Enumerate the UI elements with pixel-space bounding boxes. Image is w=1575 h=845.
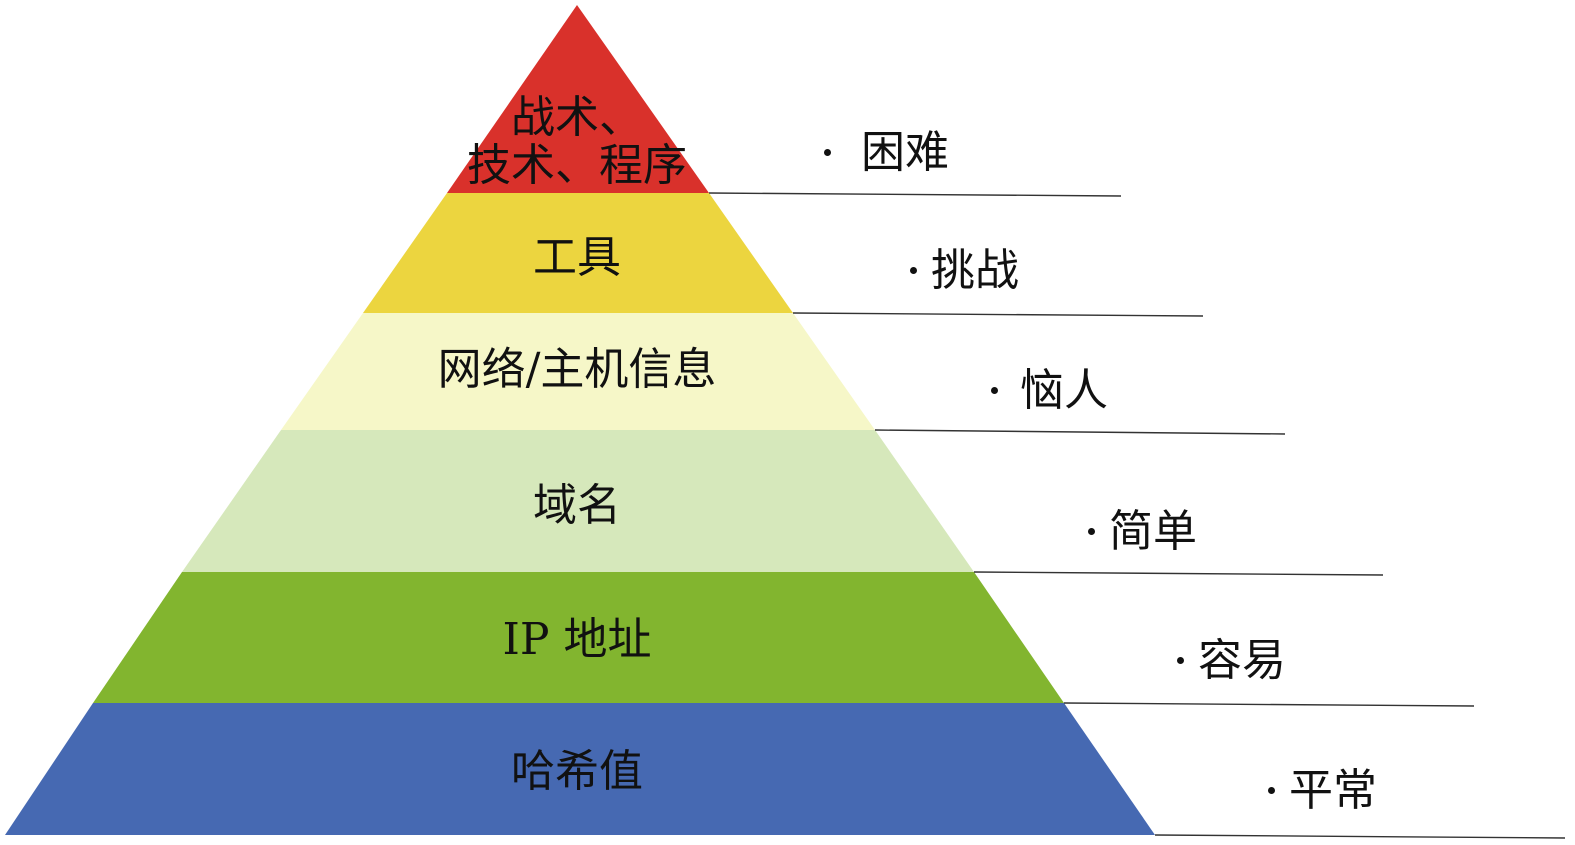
difficulty-text: 平常 [1289, 765, 1377, 816]
pyramid-layer-tools [363, 193, 793, 313]
difficulty-text: 挑战 [931, 245, 1019, 296]
bullet-icon [1177, 657, 1184, 664]
divider-line-3 [874, 429, 1286, 435]
divider-line-4 [973, 571, 1384, 576]
difficulty-text: 容易 [1198, 635, 1286, 686]
divider-line-6 [1154, 834, 1566, 839]
pyramid-layer-ttp [447, 5, 709, 193]
difficulty-text: 困难 [861, 127, 949, 178]
layer-label-tools: 工具 [533, 232, 621, 283]
pyramid-layer-network-host [281, 313, 875, 430]
difficulty-text: 恼人 [1020, 365, 1108, 416]
difficulty-item-simple: 简单 [1088, 508, 1197, 556]
layer-label-ttp-line-2: 技术、程序 [467, 140, 687, 191]
bullet-icon [1088, 528, 1095, 535]
difficulty-item-hard: 困难 [824, 129, 949, 177]
difficulty-text: 简单 [1109, 506, 1197, 557]
bullet-icon [910, 267, 917, 274]
pyramid-layer-hash [5, 703, 1155, 835]
layer-label-ip: IP 地址 [502, 614, 652, 665]
difficulty-item-annoying: 恼人 [991, 367, 1108, 415]
pyramid-layer-ip [93, 572, 1064, 703]
difficulty-item-challenging: 挑战 [910, 247, 1019, 295]
bullet-icon [1268, 787, 1275, 794]
divider-line-1 [708, 192, 1122, 197]
bullet-icon [824, 149, 831, 156]
bullet-icon [991, 387, 998, 394]
difficulty-item-easy: 容易 [1177, 637, 1286, 685]
pyramid-layer-domain [182, 430, 974, 572]
layer-label-ttp: 战术、 技术、程序 [377, 94, 777, 190]
divider-line-2 [792, 312, 1204, 317]
difficulty-item-trivial: 平常 [1268, 767, 1377, 815]
layer-label-ttp-line-1: 战术、 [511, 92, 643, 143]
layer-label-hash: 哈希值 [511, 746, 643, 797]
layer-label-network-host: 网络/主机信息 [437, 344, 717, 395]
divider-line-5 [1063, 702, 1475, 707]
layer-label-domain: 域名 [533, 480, 621, 531]
